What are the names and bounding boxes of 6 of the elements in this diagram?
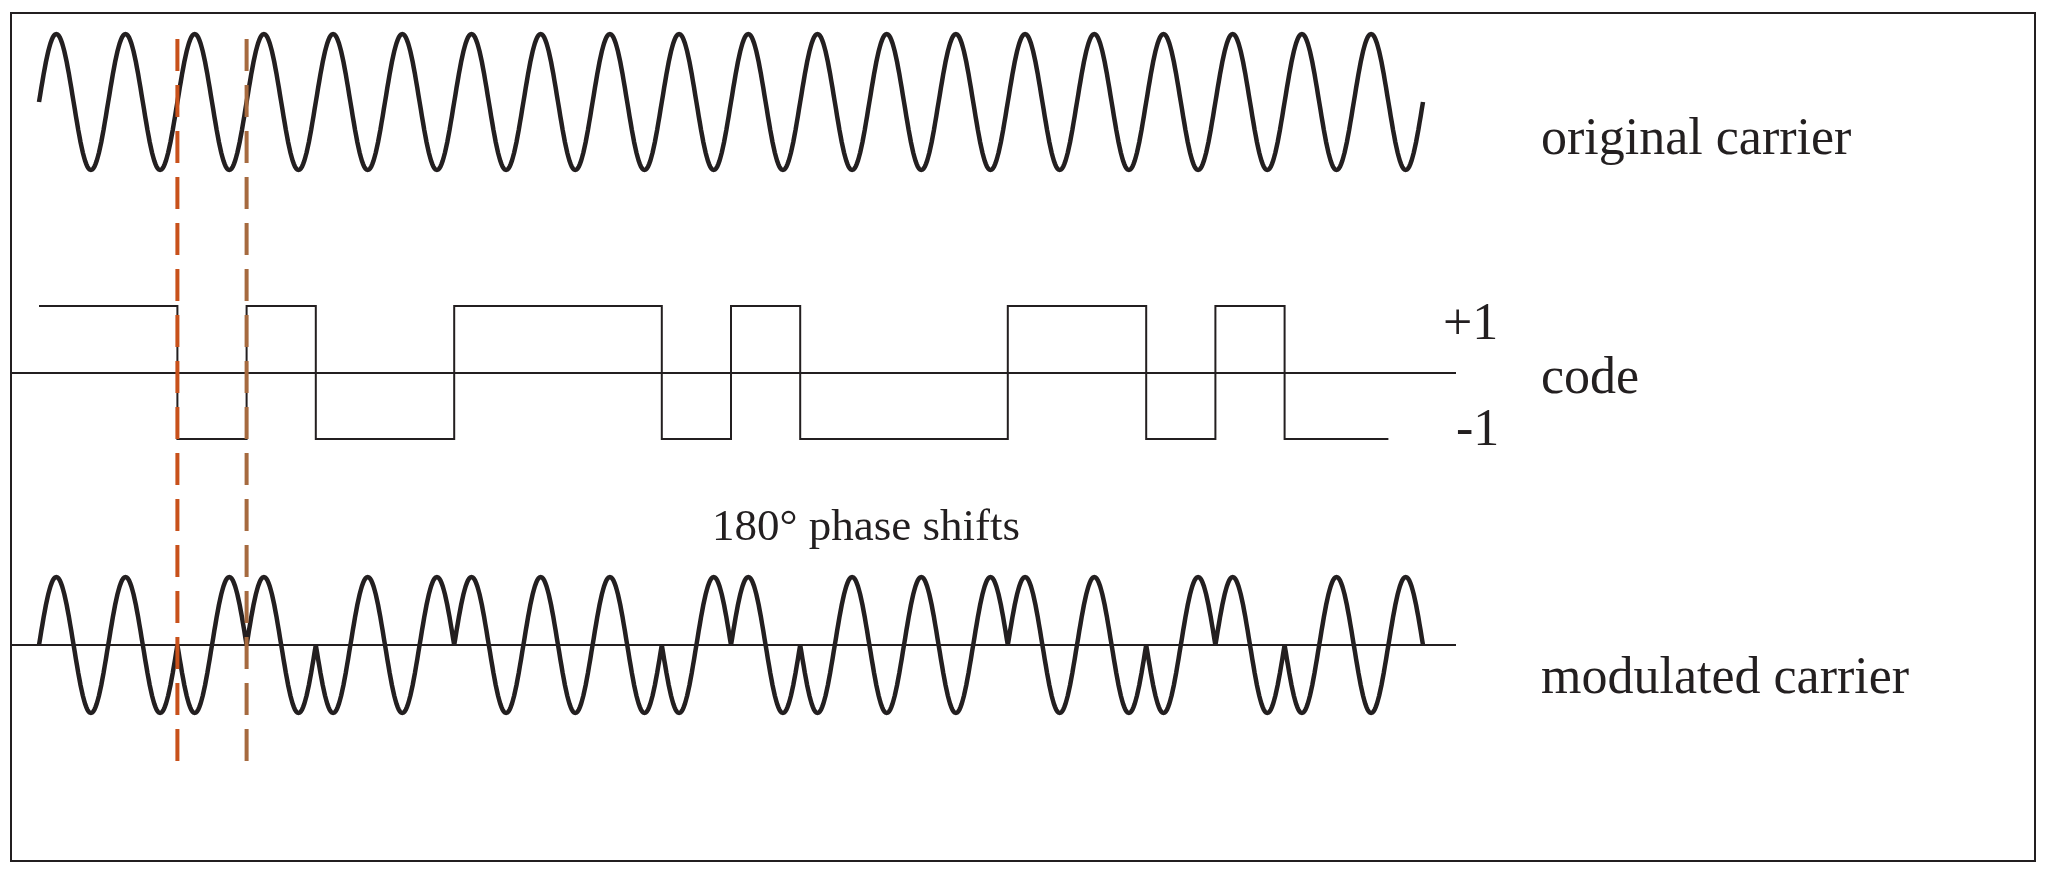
signal-label: modulated carrier [1541, 650, 1910, 702]
annotation-text: 180° phase shifts [712, 503, 1020, 548]
level-label: +1 [1443, 296, 1499, 348]
level-label: -1 [1456, 402, 1500, 454]
signal-label: code [1541, 350, 1640, 402]
signal-label: original carrier [1541, 111, 1852, 163]
